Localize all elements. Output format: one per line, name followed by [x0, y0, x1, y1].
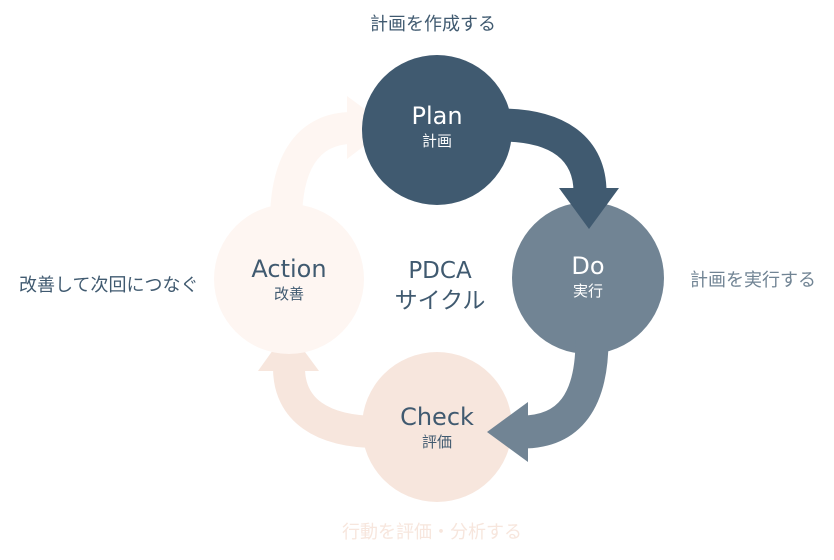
check-name-jp: 評価	[421, 433, 452, 451]
action-description: 改善して次回につなぐ	[19, 275, 199, 296]
arrow-do-to-check-head	[487, 402, 528, 462]
check-title: Check 評価	[362, 405, 512, 450]
do-name-en: Do	[571, 252, 605, 280]
cycle-title-main: PDCA	[408, 258, 472, 284]
arrow-plan-to-do-shaft	[499, 108, 607, 193]
plan-title: Plan 計画	[362, 104, 512, 149]
check-description: 行動を評価・分析する	[342, 522, 522, 543]
arrow-do-to-check-shaft	[521, 339, 609, 449]
action-name-jp: 改善	[273, 285, 304, 303]
plan-circle	[362, 55, 512, 205]
check-name-en: Check	[400, 403, 474, 431]
do-name-jp: 実行	[572, 282, 603, 300]
plan-name-jp: 計画	[421, 132, 452, 150]
cycle-title-sub: サイクル	[394, 288, 486, 314]
action-title: Action 改善	[214, 257, 364, 302]
action-circle	[214, 204, 364, 354]
plan-name-en: Plan	[411, 102, 463, 130]
cycle-title: PDCA サイクル	[380, 256, 500, 316]
action-name-en: Action	[251, 255, 327, 283]
do-circle	[512, 202, 664, 354]
check-circle	[362, 352, 512, 502]
do-title: Do 実行	[513, 254, 663, 299]
arrow-check-to-action-shaft	[273, 367, 379, 448]
plan-description: 計画を作成する	[370, 14, 496, 35]
arrow-plan-to-do-head	[559, 188, 619, 229]
do-description: 計画を実行する	[690, 270, 816, 291]
arrow-action-to-plan-shaft	[270, 112, 353, 223]
